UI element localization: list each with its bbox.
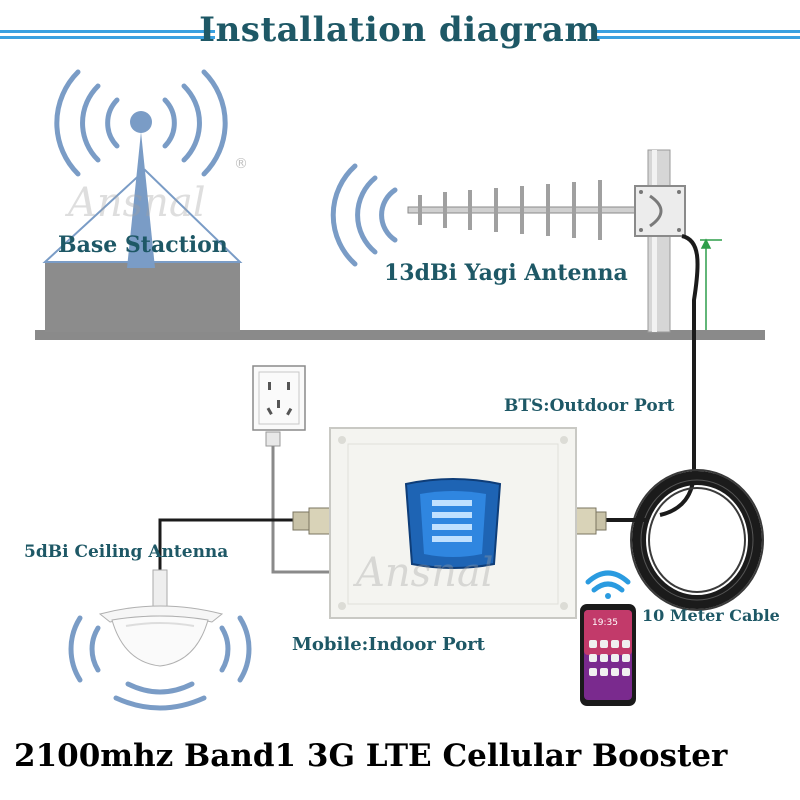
product-caption: 2100mhz Band1 3G LTE Cellular Booster — [14, 738, 728, 774]
outdoor-cable — [659, 234, 700, 517]
base-station-label: Base Staction — [58, 232, 228, 258]
title-rules — [0, 30, 800, 39]
phone-clock: 19:35 — [592, 618, 618, 628]
registered-mark-top: ® — [234, 156, 248, 172]
watermark-booster: Ansnal — [356, 550, 494, 596]
mast-pole — [647, 149, 671, 333]
ceiling-signal-waves — [68, 615, 252, 711]
indoor-port-label: Mobile:Indoor Port — [292, 634, 485, 655]
height-marker — [700, 238, 722, 330]
base-station-tower-icon — [54, 69, 228, 268]
yagi-antenna-icon — [407, 180, 686, 240]
cable-label: 10 Meter Cable — [642, 606, 780, 625]
indoor-cable — [158, 518, 300, 570]
wall-socket-icon — [252, 365, 306, 447]
ceiling-antenna-icon — [98, 569, 224, 667]
ground-line — [35, 330, 765, 340]
power-cable — [271, 446, 340, 574]
yagi-antenna-label: 13dBi Yagi Antenna — [384, 260, 628, 286]
bts-port-label: BTS:Outdoor Port — [504, 396, 675, 416]
cable-coil-icon — [630, 469, 764, 611]
smartphone-icon — [580, 604, 636, 706]
watermark-top: Ansnal — [68, 180, 206, 226]
booster-display-panel — [404, 478, 502, 569]
wifi-icon — [585, 570, 631, 599]
yagi-signal-waves — [330, 163, 398, 267]
ceiling-antenna-label: 5dBi Ceiling Antenna — [24, 542, 229, 562]
diagram-title: Installation diagram — [199, 10, 601, 50]
